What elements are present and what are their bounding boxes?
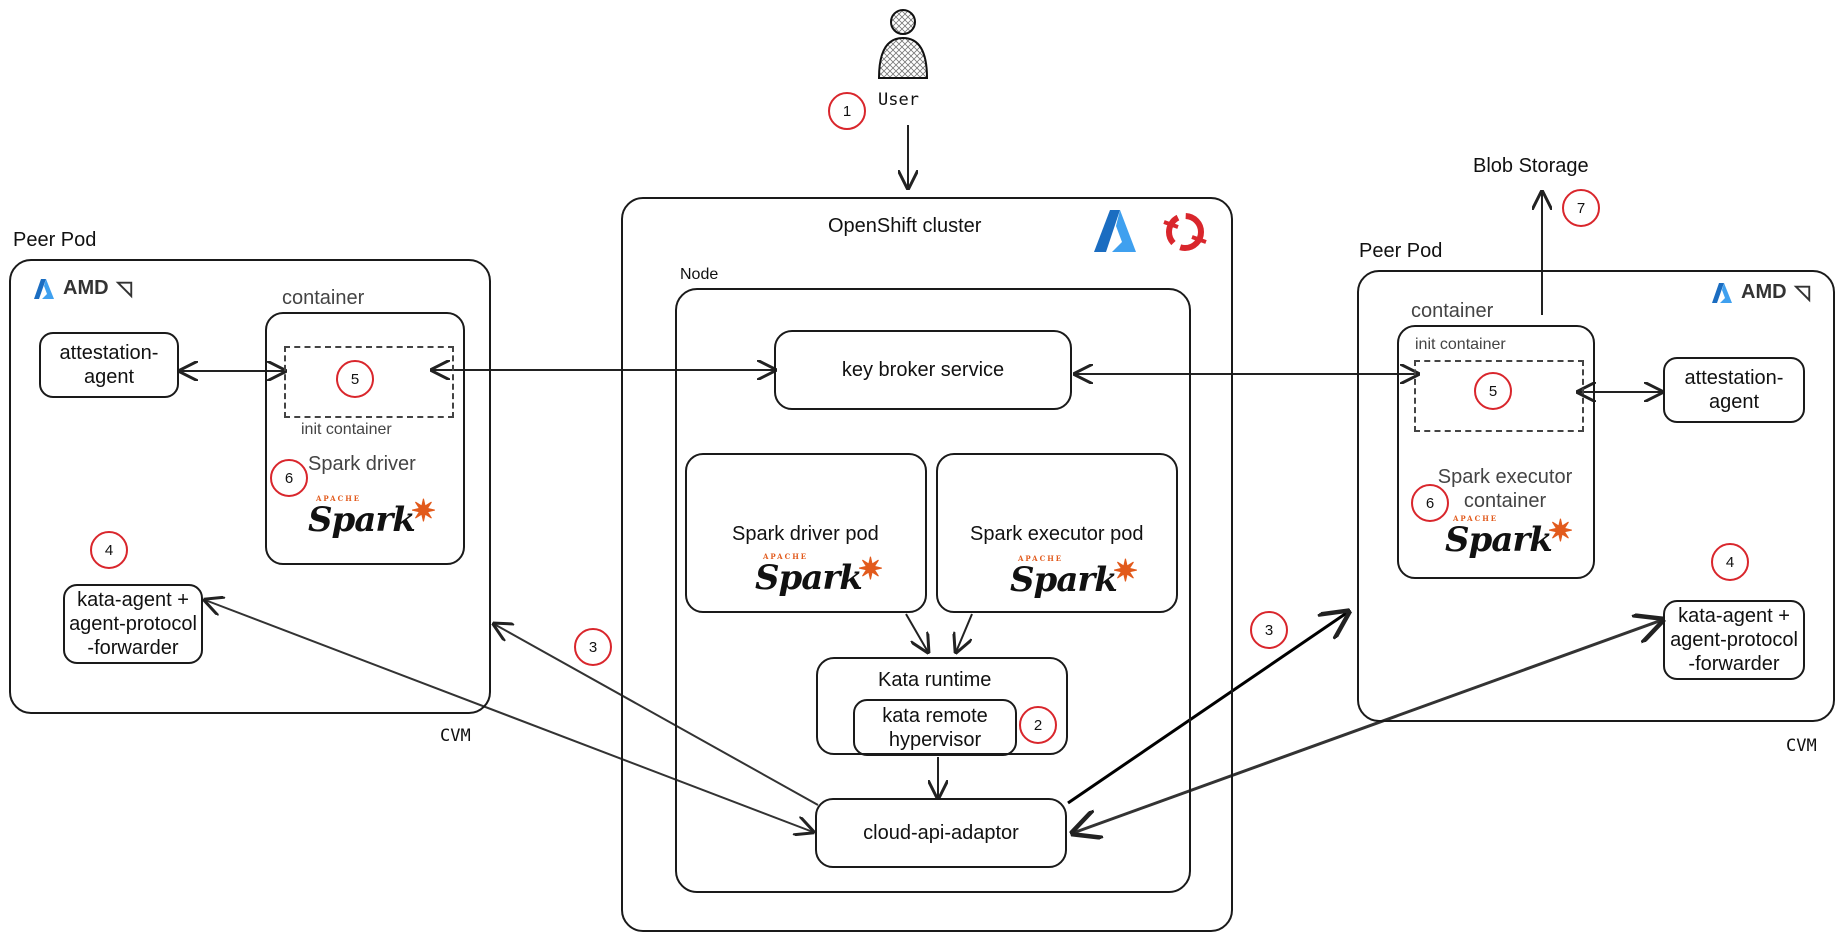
right-init-container[interactable] (1414, 360, 1584, 432)
amd-arrow-icon: ◹ (1794, 282, 1810, 304)
left-peer-pod-title: Peer Pod (13, 229, 97, 251)
cluster-title: OpenShift cluster (828, 215, 982, 237)
right-amd-logo: AMD◹ (1711, 280, 1810, 305)
right-attestation-agent[interactable]: attestation-agent (1663, 357, 1805, 423)
right-peer-pod (1357, 270, 1835, 722)
left-init-container[interactable] (284, 346, 454, 418)
spark-executor-pod-label: Spark executor pod (970, 523, 1144, 545)
spark-driver-pod-label: Spark driver pod (732, 523, 879, 545)
azure-icon (34, 278, 54, 299)
step-2: 2 (1019, 706, 1057, 744)
right-container-label: container (1411, 300, 1494, 322)
right-init-container-label: init container (1415, 336, 1506, 353)
user-figure (875, 8, 931, 80)
spark-executor-pod[interactable] (936, 453, 1178, 613)
step-5-right: 5 (1474, 372, 1512, 410)
step-1: 1 (828, 92, 866, 130)
left-amd-logo: AMD◹ (33, 276, 132, 301)
right-peer-pod-title: Peer Pod (1359, 240, 1443, 262)
step-6-right: 6 (1411, 484, 1449, 522)
left-container[interactable] (265, 312, 465, 565)
step-3-right: 3 (1250, 611, 1288, 649)
left-spark-driver-label: Spark driver (308, 453, 416, 475)
left-peer-pod (9, 259, 491, 714)
right-cvm-label: CVM (1786, 736, 1817, 756)
step-6-left: 6 (270, 459, 308, 497)
right-spark-executor-label: Spark executor container (1437, 466, 1573, 512)
left-container-label: container (282, 287, 365, 309)
user-label: User (878, 90, 919, 110)
kata-runtime-label: Kata runtime (878, 669, 992, 691)
step-3-left: 3 (574, 628, 612, 666)
kata-remote-hypervisor[interactable]: kata remote hypervisor (853, 699, 1017, 756)
step-4-right: 4 (1711, 543, 1749, 581)
azure-icon (1092, 208, 1138, 259)
azure-icon (1712, 282, 1732, 303)
cloud-api-adaptor[interactable]: cloud-api-adaptor (815, 798, 1067, 868)
node (675, 288, 1191, 893)
left-init-container-label: init container (301, 421, 392, 438)
openshift-cluster (621, 197, 1233, 932)
node-label: Node (680, 266, 719, 283)
step-7: 7 (1562, 189, 1600, 227)
left-kata-agent[interactable]: kata-agent + agent-protocol -forwarder (63, 584, 203, 664)
openshift-icon (1160, 208, 1210, 261)
amd-arrow-icon: ◹ (116, 278, 132, 300)
right-container[interactable] (1397, 325, 1595, 579)
left-cvm-label: CVM (440, 726, 471, 746)
right-kata-agent[interactable]: kata-agent + agent-protocol -forwarder (1663, 600, 1805, 680)
key-broker-service[interactable]: key broker service (774, 330, 1072, 410)
spark-driver-pod[interactable] (685, 453, 927, 613)
step-5-left: 5 (336, 360, 374, 398)
blob-storage-label: Blob Storage (1473, 155, 1589, 177)
left-attestation-agent[interactable]: attestation-agent (39, 332, 179, 398)
step-4-left: 4 (90, 531, 128, 569)
